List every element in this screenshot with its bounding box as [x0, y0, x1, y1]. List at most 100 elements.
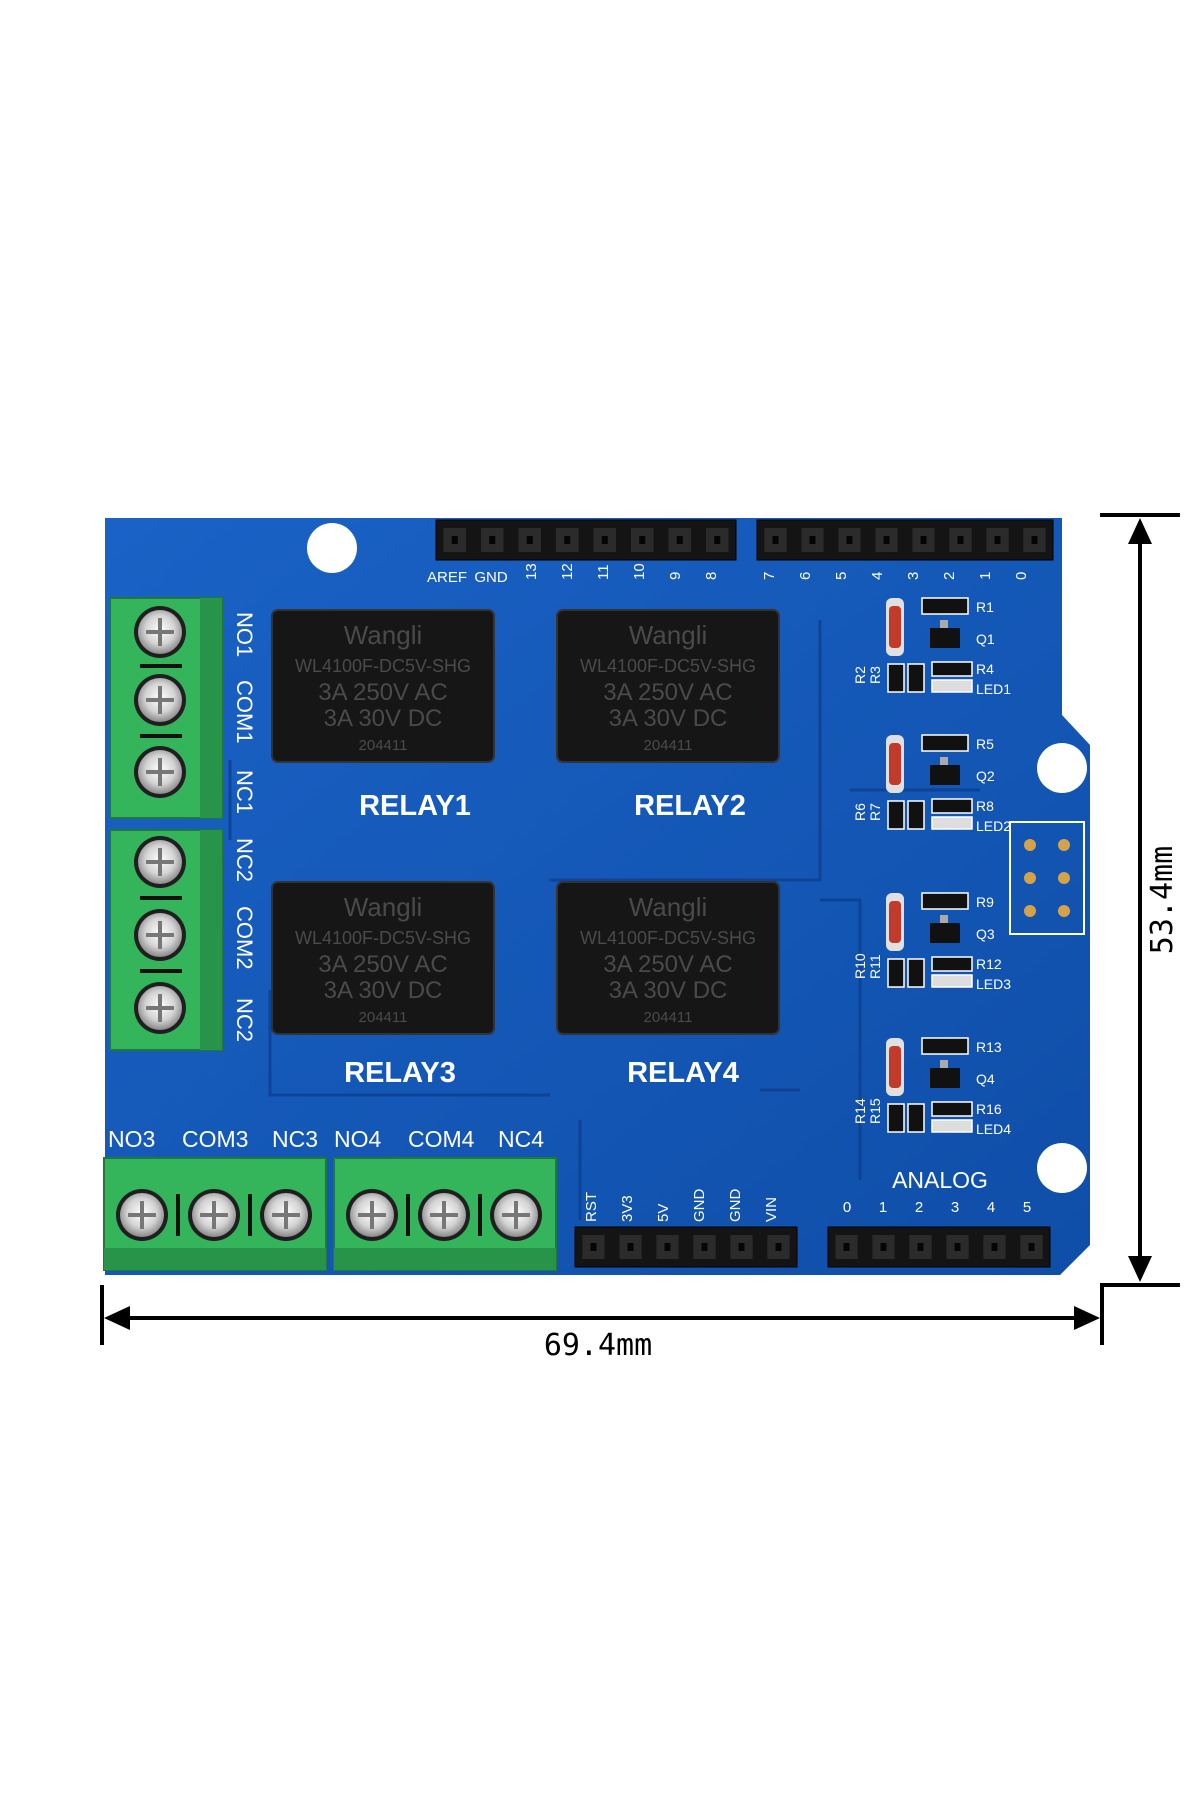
led2-label: LED2: [976, 818, 1011, 834]
pin-1-label: 1: [977, 572, 994, 580]
com4-label: COM4: [408, 1126, 475, 1152]
led3-label: LED3: [976, 976, 1011, 992]
pin-0-label: 0: [1013, 572, 1030, 580]
gnd-power-label-2: GND: [727, 1189, 744, 1223]
no1-label: NO1: [232, 612, 257, 657]
q1-label: Q1: [976, 631, 995, 647]
r7-label: R7: [867, 803, 883, 821]
pin-12-label: 12: [559, 563, 576, 580]
analog-4-label: 4: [987, 1199, 995, 1216]
terminal-block-left-top: [109, 597, 223, 819]
height-dimension-label: 53.4mm: [1145, 846, 1180, 954]
rst-label: RST: [583, 1192, 600, 1222]
com2-label: COM2: [232, 906, 257, 970]
analog-title: ANALOG: [892, 1167, 988, 1193]
led4-label: LED4: [976, 1121, 1011, 1137]
relay-model: WL4100F-DC5V-SHG: [295, 656, 471, 676]
r11-label: R11: [867, 954, 883, 979]
pin-11-label: 11: [595, 564, 612, 580]
relay3-label: RELAY3: [344, 1057, 456, 1089]
relay-rating-dc: 3A 30V DC: [324, 705, 443, 732]
analog-3-label: 3: [951, 1199, 959, 1216]
r12-label: R12: [976, 956, 1002, 972]
pcb-traces: [228, 620, 980, 1220]
pin-6-label: 6: [797, 572, 814, 580]
r9-label: R9: [976, 894, 994, 910]
gnd-label: GND: [474, 569, 508, 586]
mounting-hole: [1037, 743, 1087, 793]
relay4-label: RELAY4: [627, 1057, 739, 1089]
led1-label: LED1: [976, 681, 1011, 697]
pin-3-label: 3: [905, 572, 922, 580]
terminal-block-bottom-left: [103, 1157, 327, 1271]
width-dimension-label: 69.4mm: [544, 1328, 652, 1363]
pin-4-label: 4: [869, 572, 886, 580]
relay-code: 204411: [644, 737, 693, 754]
nc2-bottom-label: NC2: [232, 998, 257, 1042]
relay-rating-dc: 3A 30V DC: [609, 705, 728, 732]
terminal-block-bottom-right: [333, 1157, 557, 1271]
relay-code: 204411: [359, 1009, 408, 1026]
relay-brand: Wangli: [344, 620, 423, 650]
nc3-label: NC3: [272, 1126, 318, 1152]
header-analog: [827, 1226, 1051, 1268]
relay-rating-ac: 3A 250V AC: [318, 951, 447, 978]
relay-rating-dc: 3A 30V DC: [324, 977, 443, 1004]
r5-label: R5: [976, 736, 994, 752]
relay-brand: Wangli: [629, 620, 708, 650]
relay-brand: Wangli: [629, 892, 708, 922]
relay-code: 204411: [359, 737, 408, 754]
r4-label: R4: [976, 661, 994, 677]
q4-label: Q4: [976, 1071, 995, 1087]
com1-label: COM1: [232, 680, 257, 744]
r8-label: R8: [976, 798, 994, 814]
header-top-right: [756, 519, 1054, 561]
relay-rating-ac: 3A 250V AC: [318, 679, 447, 706]
nc2-top-label: NC2: [232, 838, 257, 882]
relay-code: 204411: [644, 1009, 693, 1026]
relay-rating-ac: 3A 250V AC: [603, 951, 732, 978]
relay2-label: RELAY2: [634, 790, 746, 822]
analog-5-label: 5: [1023, 1199, 1031, 1216]
gnd-power-label-1: GND: [691, 1189, 708, 1223]
r1-label: R1: [976, 599, 994, 615]
no3-label: NO3: [108, 1126, 155, 1152]
nc1-label: NC1: [232, 770, 257, 814]
header-top-left: [435, 519, 737, 561]
r3-label: R3: [867, 666, 883, 684]
pin-9-label: 9: [667, 572, 684, 580]
relay-model: WL4100F-DC5V-SHG: [580, 656, 756, 676]
r10-label: R10: [852, 953, 868, 979]
r6-label: R6: [852, 803, 868, 821]
r13-label: R13: [976, 1039, 1002, 1055]
icsp-header: [1009, 821, 1085, 935]
relay-brand: Wangli: [344, 892, 423, 922]
pin-13-label: 13: [523, 563, 540, 580]
pin-7-label: 7: [761, 572, 778, 580]
dimension-height: [1100, 513, 1180, 1287]
5v-label: 5V: [655, 1204, 672, 1222]
3v3-label: 3V3: [619, 1195, 636, 1222]
dimension-width: [100, 1285, 1104, 1345]
analog-0-label: 0: [843, 1199, 851, 1216]
relay1-label: RELAY1: [359, 790, 471, 822]
mounting-hole: [1037, 1143, 1087, 1193]
analog-1-label: 1: [879, 1199, 887, 1216]
pin-8-label: 8: [703, 572, 720, 580]
aref-label: AREF: [427, 569, 467, 586]
pin-10-label: 10: [631, 563, 648, 580]
vin-label: VIN: [763, 1197, 780, 1222]
com3-label: COM3: [182, 1126, 248, 1152]
relay-rating-ac: 3A 250V AC: [603, 679, 732, 706]
header-power: [574, 1226, 798, 1268]
r16-label: R16: [976, 1101, 1002, 1117]
r14-label: R14: [852, 1098, 868, 1124]
q3-label: Q3: [976, 926, 995, 942]
nc4-label: NC4: [498, 1126, 544, 1152]
